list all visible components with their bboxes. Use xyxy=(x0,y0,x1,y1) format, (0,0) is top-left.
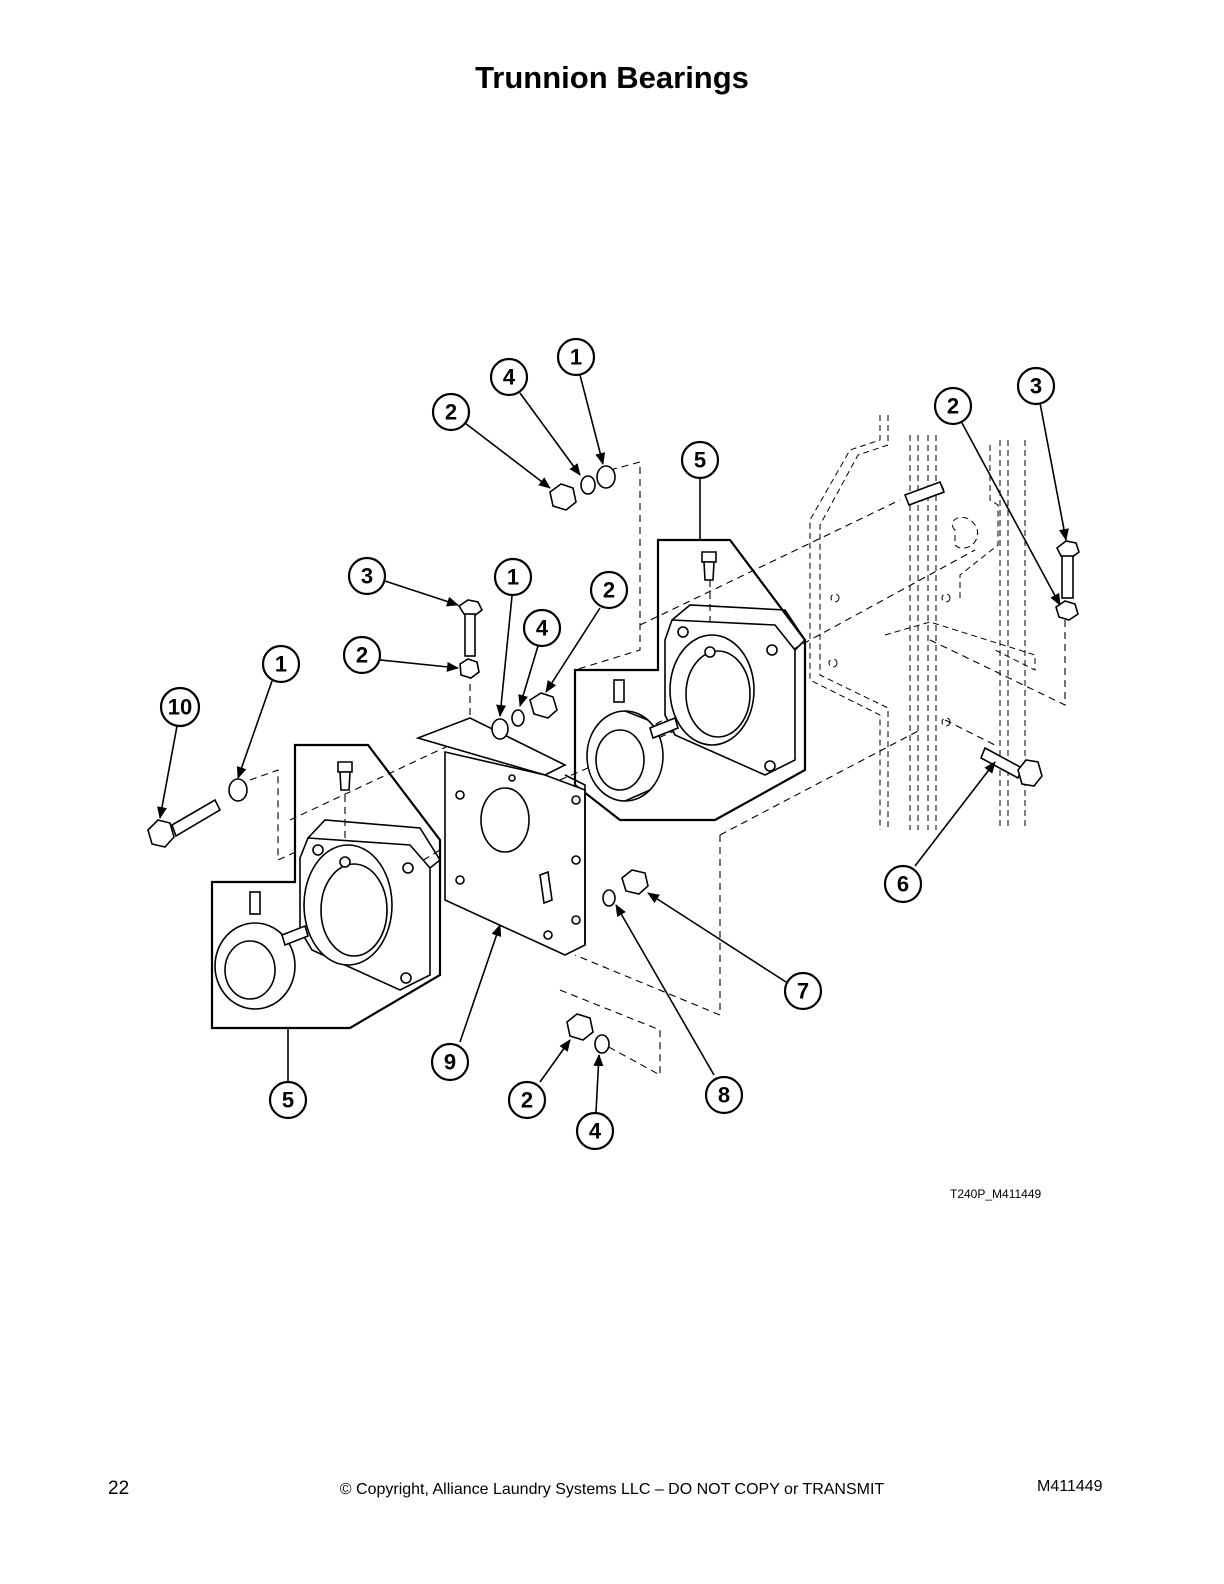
callout-item-6: 6 xyxy=(883,864,923,904)
callout-item-8: 8 xyxy=(704,1075,744,1115)
callout-item-3-far-right: 3 xyxy=(1016,366,1056,406)
svg-text:7: 7 xyxy=(797,979,809,1004)
callout-item-1-left: 1 xyxy=(261,644,301,684)
nut-bottom-2 xyxy=(566,1013,594,1041)
nut-far-right-2 xyxy=(1055,600,1079,621)
callout-item-3-upper: 3 xyxy=(347,556,387,596)
svg-text:4: 4 xyxy=(589,1119,602,1144)
manual-number: M411449 xyxy=(1037,1478,1103,1495)
callout-item-2-upper-right: 2 xyxy=(589,570,629,610)
lockwasher-top-4 xyxy=(580,475,596,495)
washer-upper-1 xyxy=(491,718,509,740)
mounting-bracket xyxy=(415,717,586,956)
svg-text:4: 4 xyxy=(503,365,516,390)
bolt-frame-6 xyxy=(979,746,1043,787)
svg-text:1: 1 xyxy=(570,345,582,370)
lockwasher-right-8 xyxy=(602,889,616,907)
callout-item-4-upper: 4 xyxy=(522,608,562,648)
copyright-notice: © Copyright, Alliance Laundry Systems LL… xyxy=(339,1481,885,1498)
bearing-group-outline-upper xyxy=(573,538,807,822)
lockwasher-bottom-4 xyxy=(594,1034,610,1054)
svg-text:2: 2 xyxy=(445,400,457,425)
nut-right-7 xyxy=(621,869,649,895)
bearing-group-outline-lower xyxy=(210,743,442,1030)
svg-text:5: 5 xyxy=(282,1088,294,1113)
bolt-left-10 xyxy=(147,798,222,848)
svg-text:3: 3 xyxy=(1030,374,1042,399)
svg-text:1: 1 xyxy=(507,565,519,590)
callout-item-5-lower: 5 xyxy=(268,1080,308,1120)
svg-text:5: 5 xyxy=(694,448,706,473)
svg-text:2: 2 xyxy=(521,1088,533,1113)
svg-text:6: 6 xyxy=(897,872,909,897)
callout-item-9: 9 xyxy=(430,1042,470,1082)
callout-item-4-bottom: 4 xyxy=(575,1111,615,1151)
callout-item-2-bottom: 2 xyxy=(507,1080,547,1120)
callout-item-1-top: 1 xyxy=(556,337,596,377)
grease-fitting-upper xyxy=(701,551,717,581)
svg-text:2: 2 xyxy=(947,394,959,419)
washer-top-1 xyxy=(596,465,616,489)
page-title: Trunnion Bearings xyxy=(475,60,749,95)
callout-item-10: 10 xyxy=(159,686,201,728)
bearing-flange-upper xyxy=(664,604,807,776)
locking-collar-lower xyxy=(214,891,309,1010)
callout-item-5-upper: 5 xyxy=(680,440,720,480)
svg-text:8: 8 xyxy=(718,1083,730,1108)
bolt-far-right-3 xyxy=(1055,540,1080,599)
nut-upper-2 xyxy=(529,692,558,719)
stud-frame xyxy=(903,480,946,507)
svg-text:2: 2 xyxy=(603,578,615,603)
lockwasher-upper-4 xyxy=(511,709,525,727)
callout-item-4-top: 4 xyxy=(489,357,529,397)
callout-item-1-upper: 1 xyxy=(493,557,533,597)
svg-text:4: 4 xyxy=(536,616,549,641)
grease-fitting-lower xyxy=(337,761,353,791)
nut-top-2 xyxy=(549,483,577,511)
page-number: 22 xyxy=(108,1478,130,1499)
bearing-flange-lower xyxy=(299,819,442,991)
washer-left-1 xyxy=(228,778,248,802)
bolt-upper-3 xyxy=(457,599,484,657)
drawing-code: T240P_M411449 xyxy=(950,1187,1042,1201)
nut-upper-left-2 xyxy=(459,658,480,679)
svg-text:10: 10 xyxy=(168,695,192,720)
svg-text:2: 2 xyxy=(356,643,368,668)
callout-item-2-upper-left: 2 xyxy=(342,635,382,675)
svg-text:1: 1 xyxy=(275,652,287,677)
svg-text:3: 3 xyxy=(361,564,373,589)
callout-item-7: 7 xyxy=(783,971,823,1011)
callout-item-2-far-right: 2 xyxy=(933,386,973,426)
callout-item-2-top: 2 xyxy=(431,392,471,432)
svg-text:9: 9 xyxy=(444,1050,456,1075)
locking-collar-upper xyxy=(586,679,679,802)
leader-lines xyxy=(157,374,1069,1113)
